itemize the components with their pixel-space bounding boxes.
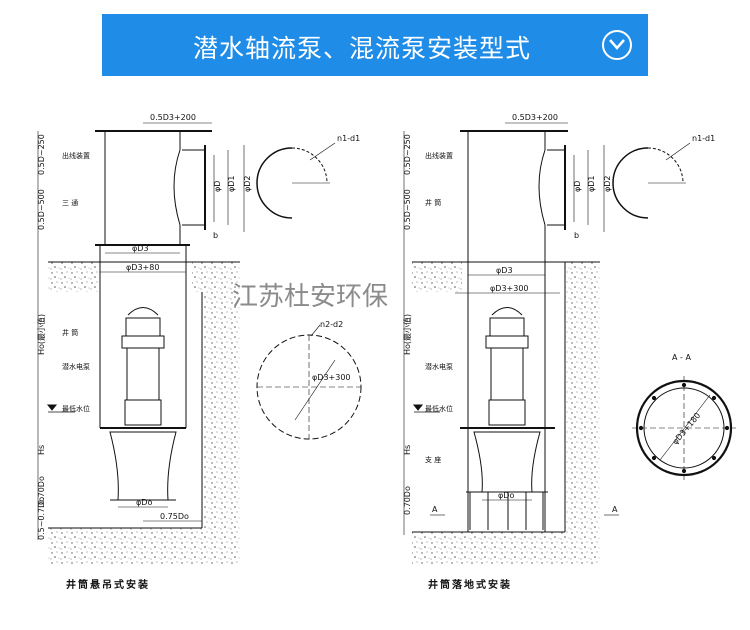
right-dim-do: φDo (498, 491, 514, 500)
title-banner: 潜水轴流泵、混流泵安装型式 (102, 14, 648, 76)
right-caption: 井筒落地式安装 (428, 578, 512, 591)
left-dim-do: φDo (136, 498, 152, 507)
right-label-water: 最低水位 (425, 404, 453, 413)
left-label-pump: 潜水电泵 (62, 362, 90, 371)
flange-label-left: n1-d1 (337, 134, 360, 143)
right-dim-d2: φD2 (603, 175, 612, 192)
left-dim-b: b (213, 231, 218, 240)
right-dim-a-right: A (612, 505, 618, 514)
right-installation (403, 122, 619, 565)
left-dim-v5: 0.70Do (37, 476, 46, 505)
right-details (612, 142, 736, 480)
left-label-tube: 井 筒 (62, 328, 78, 337)
banner-title: 潜水轴流泵、混流泵安装型式 (192, 34, 531, 63)
middle-details (256, 142, 362, 440)
right-dim-v1: 0.5D~250 (403, 134, 412, 175)
flange-label-right: n1-d1 (692, 134, 715, 143)
right-dim-top: 0.5D3+200 (512, 113, 558, 122)
right-dim-d1: φD1 (587, 175, 596, 192)
right-labels: 0.5D3+200 φD3 φD3+300 φDo 出线装置 井 筒 潜水电泵 … (402, 113, 618, 591)
right-dim-b: b (574, 231, 579, 240)
left-dim-v2: 0.5D~500 (37, 189, 46, 230)
left-dim-v4: Hs (37, 445, 46, 455)
left-dim-d3: φD3 (132, 244, 149, 253)
left-caption: 井筒悬吊式安装 (66, 578, 150, 591)
left-dim-d: φD (213, 181, 222, 192)
right-dim-v2: 0.5D~500 (403, 189, 412, 230)
section-dim: φD3+180 (671, 411, 703, 446)
right-label-outlet: 出线装置 (425, 151, 453, 160)
left-dim-top: 0.5D3+200 (150, 113, 196, 122)
right-label-tube: 井 筒 (425, 198, 441, 207)
right-dim-d: φD (573, 181, 582, 192)
right-dim-v3: Ho(最小值) (402, 314, 412, 355)
left-dim-do75: 0.75Do (160, 512, 189, 521)
left-dim-v3: Ho(最小值) (36, 314, 46, 355)
right-dim-d3: φD3 (496, 266, 513, 275)
watermark-text: 江苏杜安环保 (232, 282, 388, 312)
left-dim-d380: φD3+80 (126, 263, 159, 272)
section-label: A - A (672, 353, 691, 362)
circle-dim: φD3+300 (312, 373, 351, 382)
left-dim-v1: 0.5D~250 (37, 134, 46, 175)
right-dim-a-left: A (432, 505, 438, 514)
left-label-water: 最低水位 (62, 404, 90, 413)
left-installation (37, 122, 245, 565)
left-dim-d1: φD1 (227, 175, 236, 192)
left-labels: 0.5D3+200 φD3 φD3+80 φDo 0.75Do 出线装置 三 通… (36, 113, 252, 591)
right-dim-v4: Hs (403, 445, 412, 455)
right-label-pump: 潜水电泵 (425, 362, 453, 371)
circle-label: n2-d2 (320, 320, 343, 329)
right-dim-v5: 0.70Do (403, 486, 412, 515)
right-label-support: 支 座 (425, 455, 441, 464)
left-dim-v6: 0.5~0.7Do (37, 497, 46, 540)
left-label-outlet: 出线装置 (62, 151, 90, 160)
chevron-down-circle-icon[interactable] (602, 30, 632, 60)
left-label-tee: 三 通 (62, 198, 78, 207)
right-dim-d3300: φD3+300 (490, 284, 529, 293)
left-dim-d2: φD2 (243, 175, 252, 192)
